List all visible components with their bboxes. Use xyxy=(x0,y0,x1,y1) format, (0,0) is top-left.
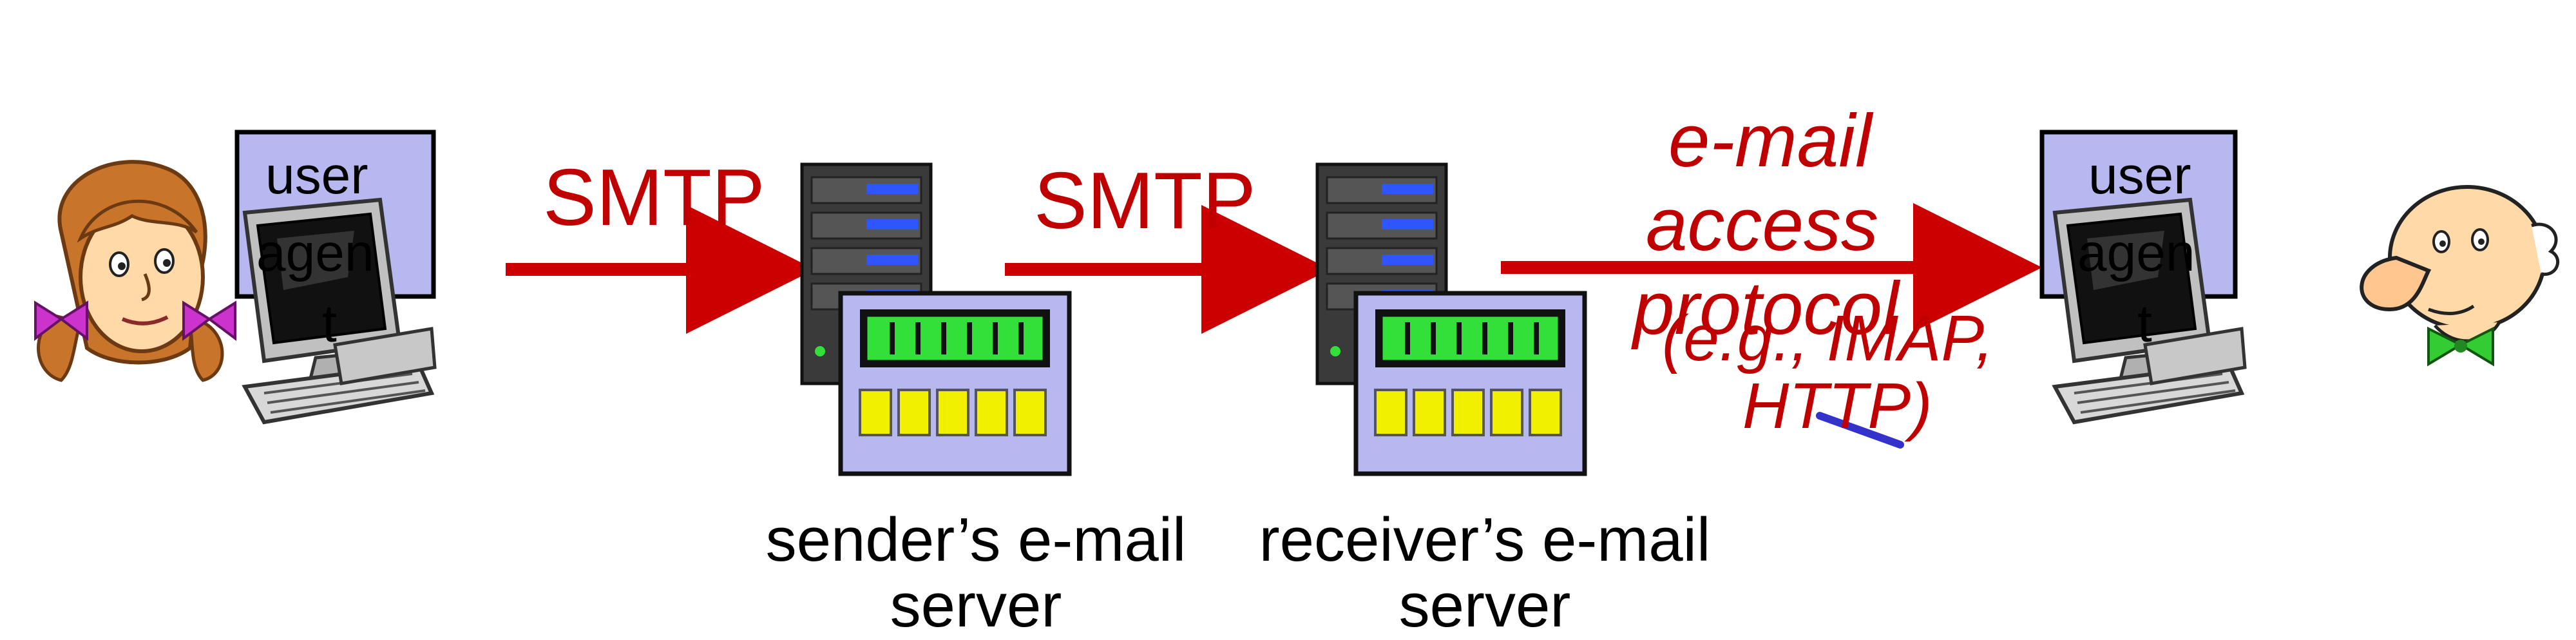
pen-annotation-stroke xyxy=(1816,412,1904,449)
mail-server-icon xyxy=(1315,162,1587,476)
desktop-computer-icon xyxy=(2052,197,2247,425)
access-protocol-label-line2: access xyxy=(1646,182,1879,266)
access-protocol-example-line1: (e.g., IMAP, xyxy=(1662,302,1994,374)
smtp-label-1: SMTP xyxy=(543,153,765,242)
receiver-server-caption: receiver’s e-mail server xyxy=(1227,509,1742,637)
receiver-server-caption-line1: receiver’s e-mail xyxy=(1259,505,1711,574)
access-protocol-label-line3: protocol xyxy=(1633,266,1899,350)
man-user-icon xyxy=(2360,185,2560,367)
right-user-agent-label-line2: agen xyxy=(2077,224,2195,282)
right-user-agent-label-line1: user xyxy=(2088,146,2191,205)
sender-server-caption-line2: server xyxy=(890,571,1062,640)
sender-server-caption: sender’s e-mail server xyxy=(750,509,1201,637)
desktop-computer-icon xyxy=(242,197,437,425)
access-protocol-example-line2: HTTP) xyxy=(1742,370,1932,442)
sender-server-caption-line1: sender’s e-mail xyxy=(765,505,1187,574)
left-user-agent-label-line1: user xyxy=(265,146,368,205)
woman-user-icon xyxy=(34,160,236,382)
mail-server-icon xyxy=(800,162,1072,476)
left-user-agent-label-line3: t xyxy=(322,295,337,353)
receiver-server-caption-line2: server xyxy=(1398,571,1571,640)
right-user-agent-label-line3: t xyxy=(2137,295,2152,353)
access-protocol-label-line1: e-mail xyxy=(1668,99,1872,182)
smtp-label-2: SMTP xyxy=(1034,157,1256,246)
left-user-agent-label-line2: agen xyxy=(256,224,374,282)
